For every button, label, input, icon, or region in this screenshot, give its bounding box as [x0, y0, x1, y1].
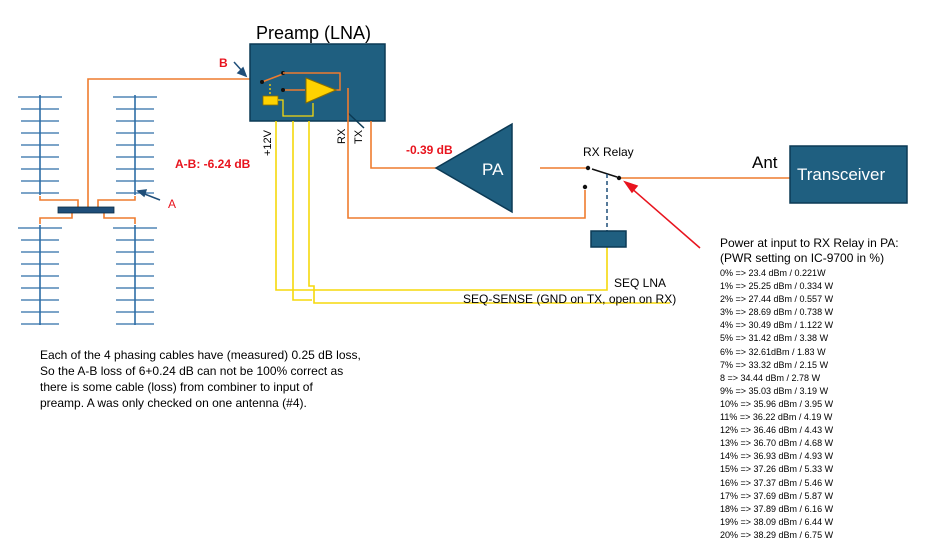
note-line: So the A-B loss of 6+0.24 dB can not be … — [40, 364, 344, 378]
power-row: 11% => 36.22 dBm / 4.19 W — [720, 412, 833, 423]
cable-loss-note: Each of the 4 phasing cables have (measu… — [40, 347, 370, 411]
power-row: 5% => 31.42 dBm / 3.38 W — [720, 333, 829, 344]
power-annotation: Power at input to RX Relay in PA: (PWR s… — [720, 236, 899, 542]
note-line: Each of the 4 phasing cables have (measu… — [40, 348, 361, 362]
power-row: 15% => 37.26 dBm / 5.33 W — [720, 464, 834, 475]
pa-amplifier — [434, 122, 513, 214]
combiner — [57, 206, 115, 214]
pa-label: PA — [482, 160, 504, 179]
rx-relay-coil — [590, 230, 627, 248]
power-row: 12% => 36.46 dBm / 4.43 W — [720, 425, 834, 436]
power-row: 9% => 35.03 dBm / 3.19 W — [720, 385, 829, 396]
power-heading: Power at input to RX Relay in PA: (PWR s… — [720, 236, 899, 266]
coax-runs — [347, 88, 790, 219]
ab-loss-label: A-B: -6.24 dB — [175, 157, 251, 171]
power-row: 2% => 27.44 dBm / 0.557 W — [720, 294, 834, 305]
power-heading-line: Power at input to RX Relay in PA: — [720, 236, 899, 250]
rx-relay-switch — [582, 165, 627, 248]
power-row: 19% => 38.09 dBm / 6.44 W — [720, 516, 834, 527]
ant-label: Ant — [752, 153, 778, 172]
pa-loss-label: -0.39 dB — [406, 143, 453, 157]
preamp-title: Preamp (LNA) — [256, 23, 372, 43]
power-row: 20% => 38.29 dBm / 6.75 W — [720, 529, 834, 540]
antenna-3 — [18, 225, 62, 325]
power-row: 4% => 30.49 dBm / 1.122 W — [720, 320, 834, 331]
antenna-1 — [18, 95, 62, 195]
power-heading-line: (PWR setting on IC-9700 in %) — [720, 251, 885, 265]
point-b-label: B — [219, 56, 228, 70]
power-table: 0% => 23.4 dBm / 0.221W 1% => 25.25 dBm … — [720, 267, 899, 542]
seq-sense-label: SEQ-SENSE (GND on TX, open on RX) — [463, 292, 677, 306]
control-wiring — [275, 121, 670, 304]
power-row: 17% => 37.69 dBm / 5.87 W — [720, 490, 834, 501]
power-row: 16% => 37.37 dBm / 5.46 W — [720, 477, 834, 488]
power-row: 14% => 36.93 dBm / 4.93 W — [720, 451, 834, 462]
transceiver-box — [789, 145, 908, 204]
power-row: 6% => 32.61dBm / 1.83 W — [720, 346, 826, 357]
power-row: 8 => 34.44 dBm / 2.78 W — [720, 372, 821, 383]
point-a-label: A — [168, 197, 177, 211]
power-row: 10% => 35.96 dBm / 3.95 W — [720, 398, 834, 409]
power-row: 7% => 33.32 dBm / 2.15 W — [720, 359, 829, 370]
phasing-cables — [39, 78, 271, 224]
seq-lna-label: SEQ LNA — [614, 276, 667, 290]
power-row: 3% => 28.69 dBm / 0.738 W — [720, 307, 834, 318]
power-row: 18% => 37.89 dBm / 6.16 W — [720, 503, 834, 514]
power-row: 13% => 36.70 dBm / 4.68 W — [720, 438, 834, 449]
pin-12v-label: +12V — [262, 130, 274, 156]
preamp-internals — [260, 71, 341, 117]
power-row: 1% => 25.25 dBm / 0.334 W — [720, 281, 834, 292]
power-pointer-arrow — [623, 180, 701, 249]
antenna-2 — [113, 95, 157, 195]
rx-relay-label: RX Relay — [583, 145, 634, 159]
note-line: preamp. A was only checked on one antenn… — [40, 396, 307, 410]
pin-tx-label: TX — [353, 129, 365, 144]
note-line: there is some cable (loss) from combiner… — [40, 380, 313, 394]
pointer-arrows — [136, 61, 365, 201]
antenna-array — [18, 95, 157, 325]
power-row: 0% => 23.4 dBm / 0.221W — [720, 268, 826, 278]
antenna-4 — [113, 225, 157, 325]
pin-rx-label: RX — [336, 128, 348, 144]
transceiver-label: Transceiver — [797, 165, 886, 184]
